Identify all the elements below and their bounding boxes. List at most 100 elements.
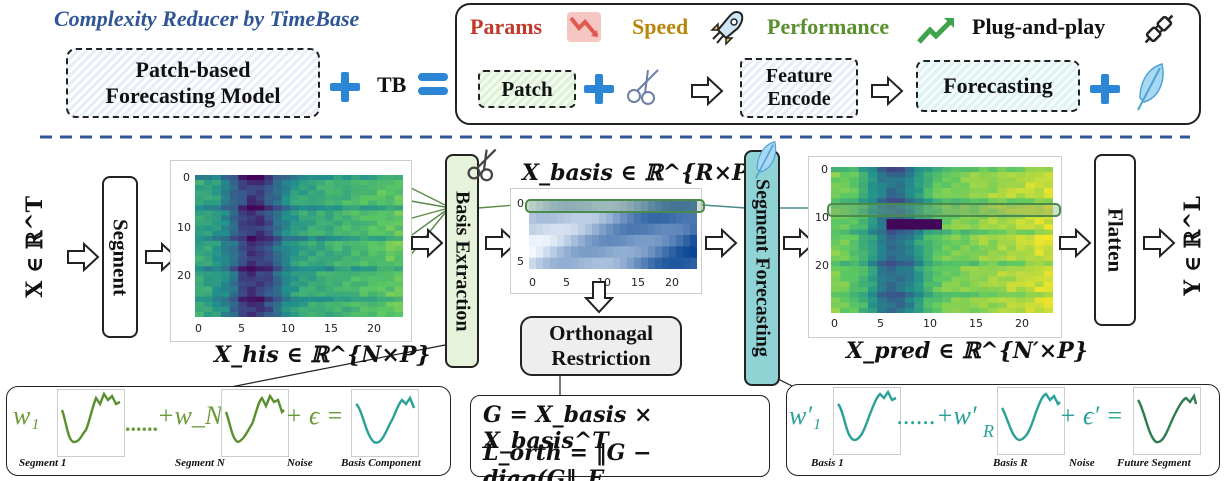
heatmap-cell [557, 223, 565, 236]
heatmap-cell [394, 220, 403, 227]
heatmap-cell [997, 219, 1008, 225]
heatmap-cell [333, 215, 343, 222]
heatmap-cell [238, 311, 248, 317]
heatmap-cell [281, 246, 291, 252]
heatmap-cell [247, 246, 257, 252]
heatmap-cell [858, 260, 869, 267]
heatmap-cell [359, 215, 369, 222]
heatmap-cell [914, 276, 925, 283]
heatmap-cell [342, 286, 352, 293]
heatmap-cell [564, 223, 572, 236]
heatmap-cell [238, 251, 248, 257]
x-tick: 15 [631, 276, 645, 289]
heatmap-cell [299, 266, 309, 272]
heatmap-cell [676, 235, 684, 247]
heatmap-cell [951, 271, 962, 278]
heatmap-cell [634, 235, 642, 247]
heatmap-cell [585, 201, 593, 213]
heatmap-cell [831, 292, 841, 298]
heatmap-cell [840, 167, 851, 173]
heatmap-cell [886, 219, 897, 225]
heatmap-cell [969, 203, 980, 210]
heatmap-cell [1043, 271, 1053, 278]
heatmap-cell [1034, 240, 1045, 246]
heatmap-cell [255, 200, 265, 207]
heatmap-cell [281, 235, 291, 242]
heatmap-cell [831, 177, 841, 184]
heatmap-cell [238, 301, 248, 308]
heatmap-cell [351, 286, 361, 293]
heatmap-cell [1025, 187, 1036, 194]
heatmap-cell [377, 271, 387, 278]
heatmap-cell [543, 212, 551, 225]
heatmap-cell [394, 185, 403, 191]
heatmap-cell [290, 296, 300, 303]
heatmap-cell [325, 205, 335, 212]
heatmap-cell [316, 266, 326, 272]
heatmap-cell [238, 256, 248, 262]
heatmap-cell [368, 180, 378, 186]
heatmap-cell [195, 311, 205, 317]
heatmap-cell [1043, 219, 1053, 225]
heatmap-cell [1006, 219, 1017, 225]
heatmap-cell [592, 212, 600, 225]
heatmap-cell [247, 180, 257, 186]
heatmap-cell [385, 276, 395, 283]
heatmap-cell [969, 297, 980, 304]
heatmap-cell [905, 297, 915, 304]
heatmap-cell [1034, 292, 1045, 298]
heatmap-cell [281, 240, 291, 247]
heatmap-cell [923, 219, 934, 225]
heatmap-cell [932, 203, 943, 210]
heatmap-cell [1006, 193, 1017, 199]
heatmap-cell [212, 281, 222, 288]
heatmap-cell [1034, 229, 1045, 236]
heatmap-cell [669, 212, 677, 225]
heatmap-cell [1016, 240, 1026, 246]
heatmap-cell [212, 240, 222, 247]
heatmap-cell [923, 193, 934, 199]
heatmap-cell [886, 266, 897, 272]
heatmap-cell [1043, 240, 1053, 246]
heatmap-cell [849, 250, 860, 257]
heatmap-cell [942, 286, 952, 293]
heatmap-cell [299, 225, 309, 232]
heatmap-cell [377, 205, 387, 212]
heatmap-cell [359, 246, 369, 252]
heatmap-cell [333, 200, 343, 207]
heatmap-cell [229, 200, 239, 207]
heatmap-cell [634, 257, 642, 269]
heatmap-cell [1043, 203, 1053, 210]
heatmap-cell [359, 220, 369, 227]
heatmap-cell [203, 251, 213, 257]
patch-label: Patch [501, 76, 553, 101]
heatmap-cell [942, 255, 952, 262]
y-tick: 0 [517, 197, 524, 210]
heatmap-cell [877, 302, 888, 309]
heatmap-cell [307, 220, 317, 227]
heatmap-cell [221, 240, 231, 247]
heatmap-cell [281, 195, 291, 201]
heatmap-cell [203, 306, 213, 313]
heatmap-cell [831, 281, 841, 288]
heatmap-cell [385, 251, 395, 257]
heatmap-cell [620, 223, 628, 236]
heatmap-cell [1043, 297, 1053, 304]
heatmap-cell [195, 215, 205, 222]
heatmap-cell [858, 292, 869, 298]
heatmap-cell [997, 250, 1008, 257]
heatmap-cell [886, 224, 897, 231]
heatmap-cell [886, 281, 897, 288]
heatmap-cell [849, 266, 860, 272]
output-math: Y ∈ ℝ^L [1180, 196, 1206, 296]
heatmap-cell [325, 276, 335, 283]
heatmap-cell [264, 246, 274, 252]
heatmap-cell [877, 250, 888, 257]
heatmap-cell [264, 261, 274, 267]
heatmap-cell [932, 302, 943, 309]
heatmap-cell [325, 185, 335, 191]
heatmap-cell [849, 193, 860, 199]
heatmap-cell [849, 271, 860, 278]
heatmap-cell [655, 235, 663, 247]
heatmap-cell [1025, 193, 1036, 199]
